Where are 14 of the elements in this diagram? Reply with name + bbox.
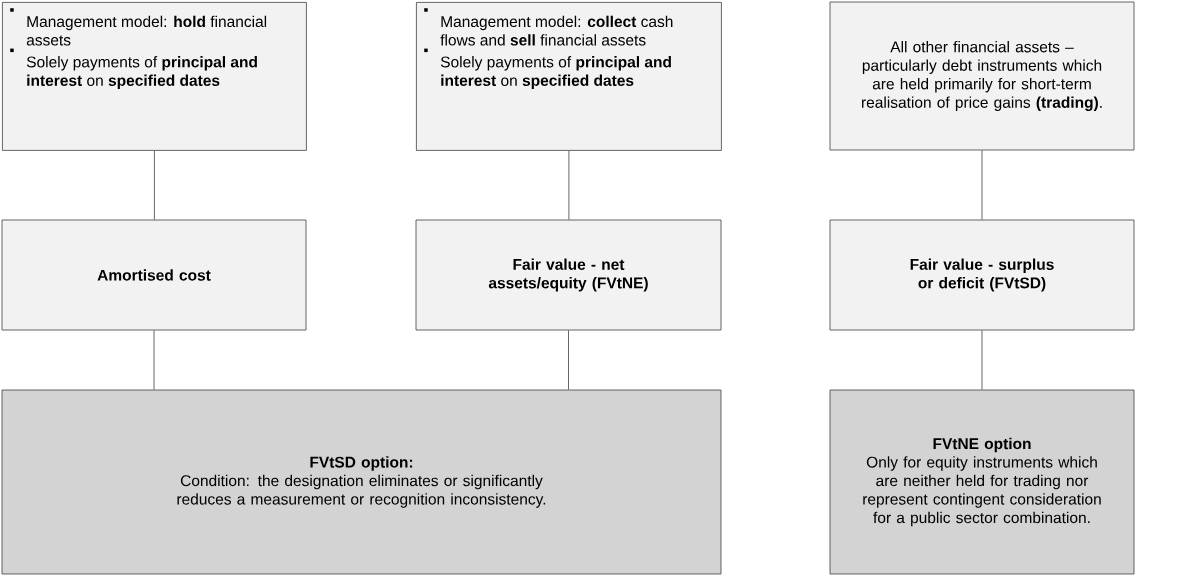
connector-line xyxy=(154,150,155,220)
text-box: Amortised cost xyxy=(1,219,307,331)
connector-line xyxy=(153,330,155,390)
connector-line xyxy=(568,150,570,220)
connector-line xyxy=(568,330,569,390)
connector-line xyxy=(981,330,983,390)
text-box: FVtSD option: Condition: the designation eliminates or significantly reduces a measurement or recognition inconsistency. xyxy=(1,389,722,575)
connector-line xyxy=(981,150,983,220)
text-box: Management model: collect cash flows and sell financial assets Solely payments of principal and interest on specified dates xyxy=(416,2,722,151)
text-box: All other financial assets – particularly debt instruments which are held primarily for short-term realisation of price gains (trading). xyxy=(829,1,1135,151)
text-box: Fair value - surplus or deficit (FVtSD) xyxy=(829,219,1135,331)
text-box: Management model: hold financial assets Solely payments of principal and interest on specified dates xyxy=(2,2,307,151)
text-box: FVtNE option Only for equity instruments which are neither held for trading nor represent contingent consideration for a public sector combination. xyxy=(829,389,1135,575)
text-box: Fair value - net assets/equity (FVtNE) xyxy=(415,219,722,331)
